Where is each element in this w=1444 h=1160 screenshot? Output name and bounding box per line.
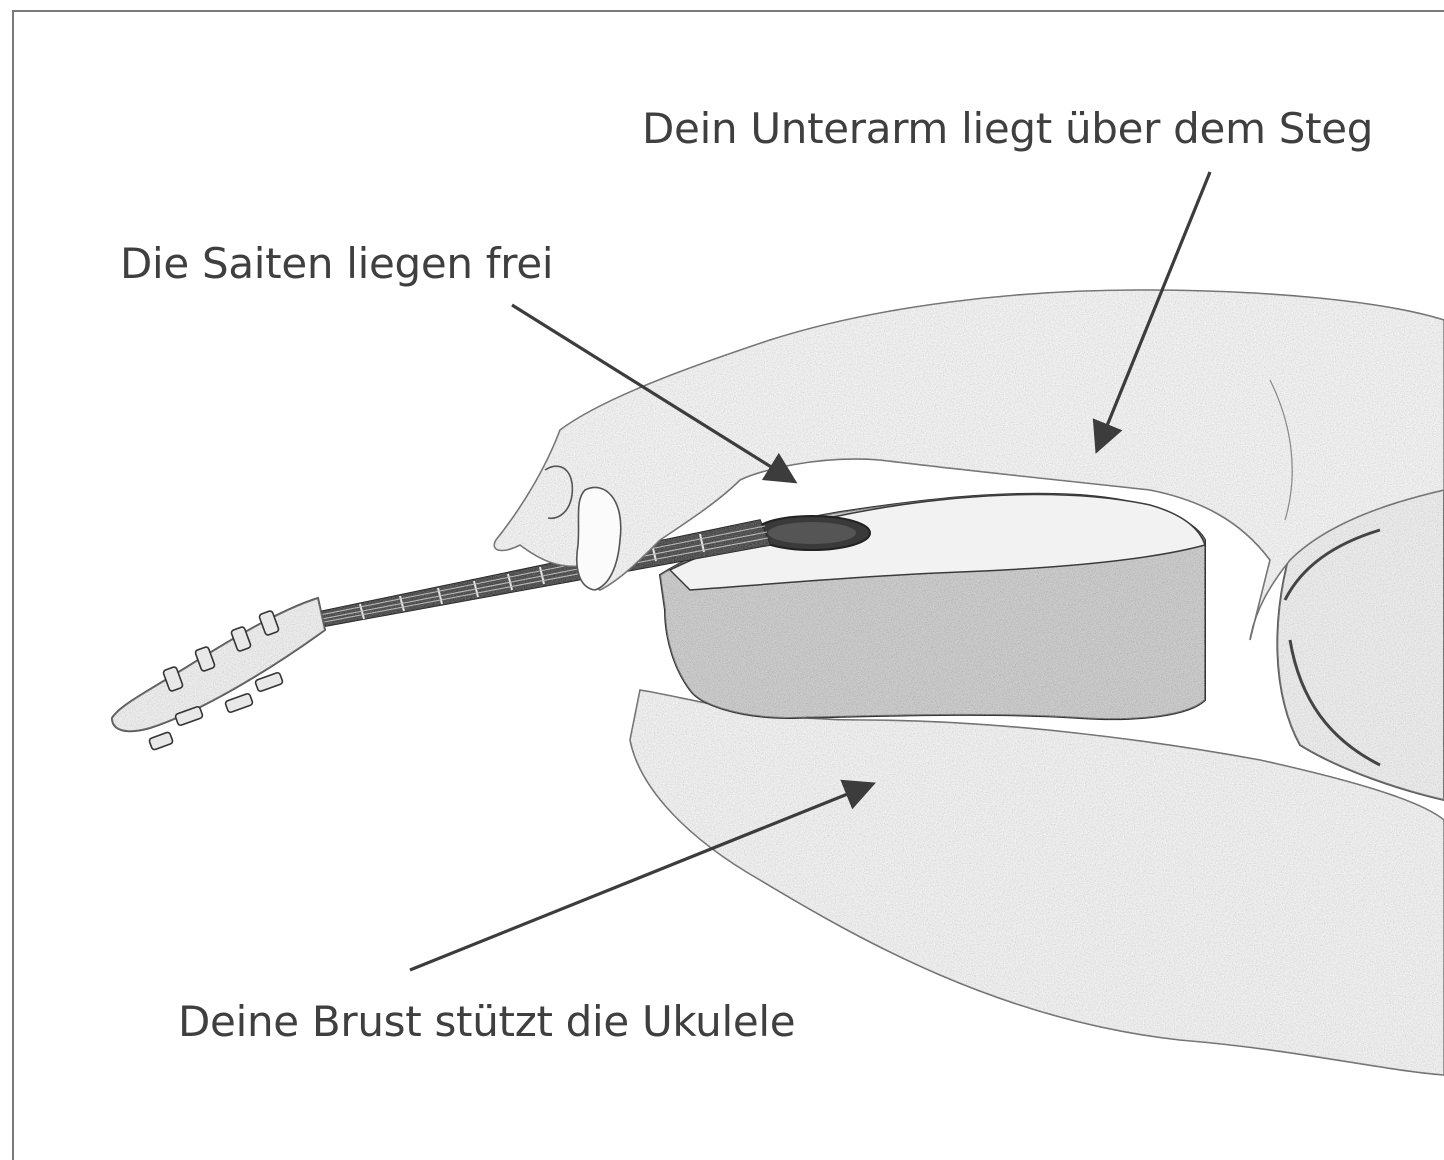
chest-annotation-label: Deine Brust stützt die Ukulele bbox=[178, 1001, 795, 1043]
strings-annotation-label: Die Saiten liegen frei bbox=[120, 243, 553, 285]
ukulele-headstock bbox=[112, 598, 325, 750]
forearm-annotation-label: Dein Unterarm liegt über dem Steg bbox=[642, 108, 1373, 150]
